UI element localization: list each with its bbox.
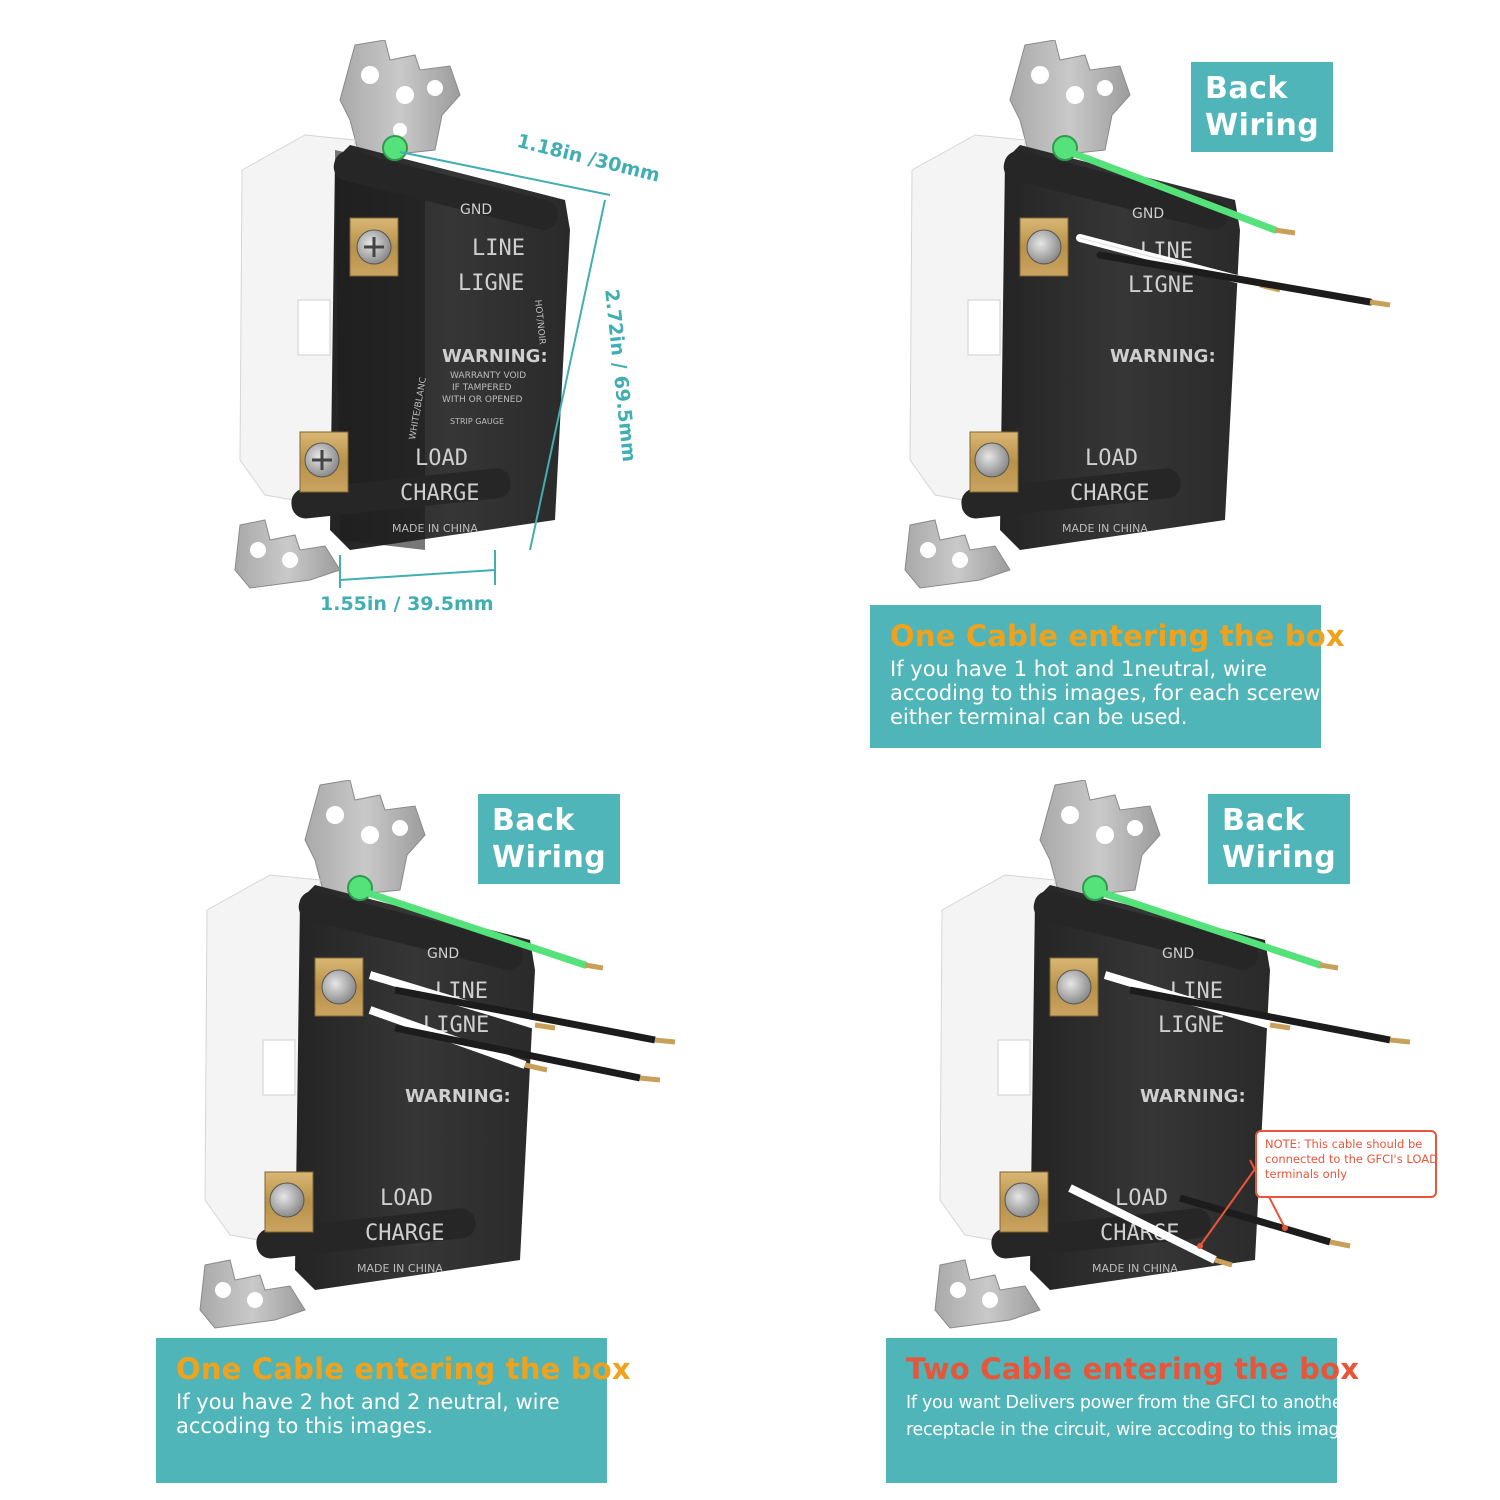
made-label: MADE IN CHINA xyxy=(1062,522,1148,535)
warning-label: WARNING: xyxy=(1140,1086,1246,1107)
info-body: If you have 2 hot and 2 neutral, wire ac… xyxy=(176,1390,560,1438)
made-label: MADE IN CHINA xyxy=(357,1262,443,1275)
warranty-label: WARRANTY VOID xyxy=(450,371,526,381)
load-label: LOAD xyxy=(380,1186,433,1211)
gnd-label: GND xyxy=(460,202,492,218)
load-label: LOAD xyxy=(1085,446,1138,471)
info-box-one-cable-two-hot: One Cable entering the box If you have 2… xyxy=(156,1338,631,1483)
gnd-label: GND xyxy=(1162,946,1194,962)
ligne-label: LIGNE xyxy=(458,271,524,296)
wiring-panel-one-hot: GND LINE LIGNE WARNING: LOAD CHARGE MADE… xyxy=(750,0,1500,750)
charge-label: CHARGE xyxy=(1070,481,1149,506)
wiring-panel-two-cable: GND LINE LIGNE WARNING: LOAD CHARGE MADE… xyxy=(750,750,1500,1500)
gfci-device-wired-1: GND LINE LIGNE WARNING: LOAD CHARGE MADE… xyxy=(904,40,1391,589)
warning-label: WARNING: xyxy=(442,346,548,367)
warning-label: WARNING: xyxy=(1110,346,1216,367)
ligne-label: LIGNE xyxy=(1158,1013,1224,1038)
info-box-one-cable: One Cable entering the box If you have 1… xyxy=(870,605,1345,748)
info-box-two-cable: Two Cable entering the box If you want D… xyxy=(886,1338,1364,1483)
hot-label: HOT/NOIR xyxy=(532,299,547,345)
opened-label: WITH OR OPENED xyxy=(442,395,522,405)
info-title: One Cable entering the box xyxy=(176,1352,631,1386)
gfci-device-wired-3: GND LINE LIGNE WARNING: LOAD CHARGE MADE… xyxy=(934,780,1411,1329)
warning-label: WARNING: xyxy=(405,1086,511,1107)
charge-label: CHARGE xyxy=(365,1221,444,1246)
info-title: One Cable entering the box xyxy=(890,619,1345,653)
info-body: If you want Delivers power from the GFCI… xyxy=(906,1393,1364,1440)
gfci-device-dimensions: GND LINE LIGNE WARNING: WARRANTY VOID IF… xyxy=(234,40,610,589)
strip-label: STRIP GAUGE xyxy=(450,417,504,426)
line-label: LINE xyxy=(472,236,525,261)
gnd-label: GND xyxy=(1132,206,1164,222)
width-dimension: 1.55in / 39.5mm xyxy=(320,593,494,615)
info-body: If you have 1 hot and 1neutral, wire acc… xyxy=(890,657,1327,729)
made-label: MADE IN CHINA xyxy=(392,522,478,535)
info-title: Two Cable entering the box xyxy=(906,1352,1360,1386)
wiring-panel-two-hot: GND LINE LIGNE WARNING: LOAD CHARGE MADE… xyxy=(0,750,750,1500)
tampered-label: IF TAMPERED xyxy=(452,383,511,393)
load-terminal-note: NOTE: This cable should be connected to … xyxy=(1255,1130,1438,1198)
ligne-label: LIGNE xyxy=(1128,273,1194,298)
charge-label: CHARGE xyxy=(400,481,479,506)
gnd-label: GND xyxy=(427,946,459,962)
dimension-panel: GND LINE LIGNE WARNING: WARRANTY VOID IF… xyxy=(0,0,750,750)
load-label: LOAD xyxy=(415,446,468,471)
load-label: LOAD xyxy=(1115,1186,1168,1211)
gfci-device-wired-2: GND LINE LIGNE WARNING: LOAD CHARGE MADE… xyxy=(199,780,676,1329)
made-label: MADE IN CHINA xyxy=(1092,1262,1178,1275)
